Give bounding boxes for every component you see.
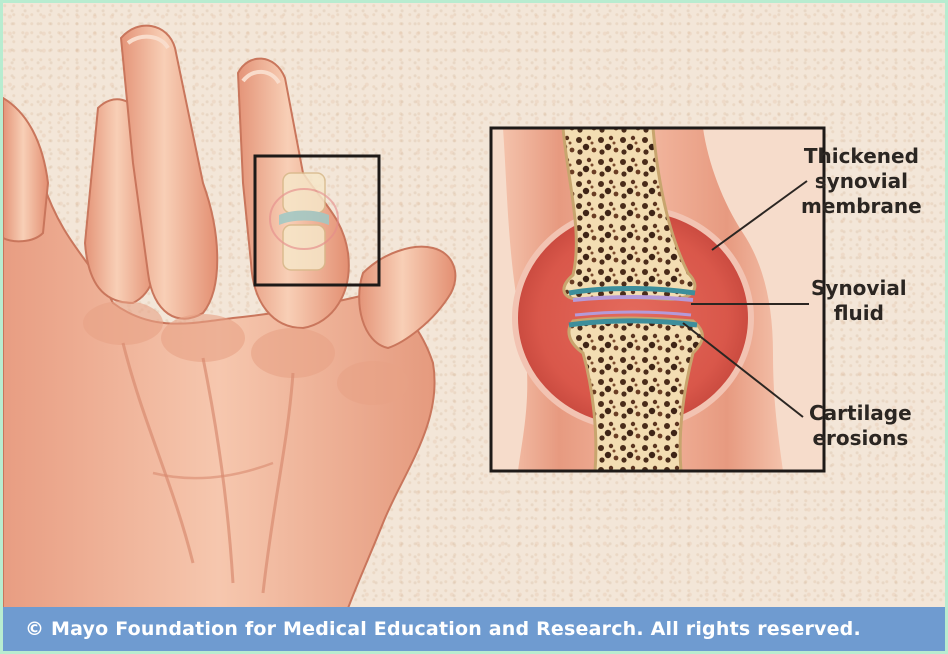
joint-illustration bbox=[3, 3, 948, 654]
label-line: Synovial bbox=[811, 276, 907, 301]
copyright-footer: © Mayo Foundation for Medical Education … bbox=[3, 607, 945, 651]
label-line: erosions bbox=[809, 426, 912, 451]
label-thickened-synovial-membrane: Thickened synovial membrane bbox=[801, 144, 922, 219]
label-cartilage-erosions: Cartilage erosions bbox=[809, 401, 912, 451]
label-line: fluid bbox=[811, 301, 907, 326]
label-synovial-fluid: Synovial fluid bbox=[811, 276, 907, 326]
copyright-text: © Mayo Foundation for Medical Education … bbox=[25, 618, 861, 640]
label-line: Thickened bbox=[801, 144, 922, 169]
label-line: Cartilage bbox=[809, 401, 912, 426]
joint-inset bbox=[491, 128, 824, 471]
label-line: synovial bbox=[801, 169, 922, 194]
label-line: membrane bbox=[801, 194, 922, 219]
hand-drawing bbox=[3, 26, 455, 654]
